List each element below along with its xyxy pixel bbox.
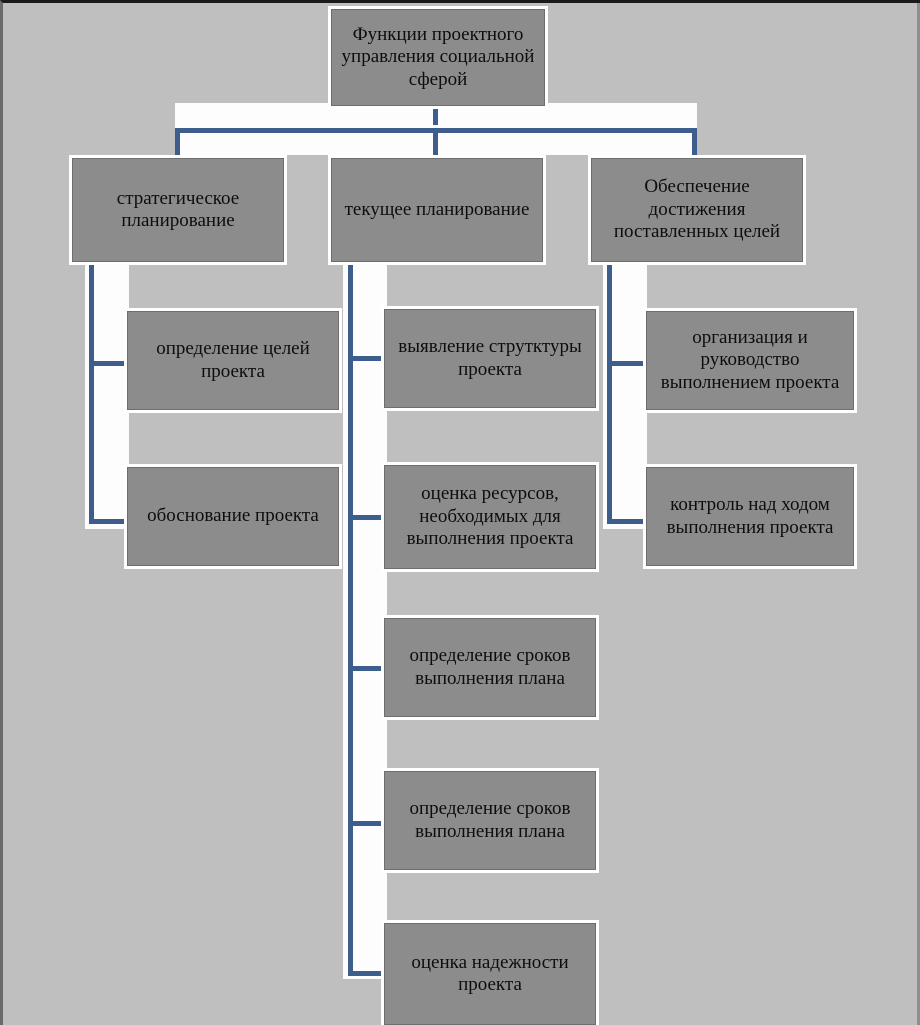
connector-middle-to-reliability — [348, 971, 386, 976]
node-resource-assessment[interactable]: оценка ресурсов, необходимых для выполне… — [381, 462, 599, 572]
node-project-rationale-label: обоснование проекта — [147, 505, 319, 527]
node-progress-control[interactable]: контроль над ходом выполнения проекта — [643, 464, 857, 569]
connector-right-to-control — [607, 519, 647, 524]
connector-bus-drop-middle — [433, 128, 438, 156]
node-progress-control-label: контроль над ходом выполнения проекта — [666, 494, 834, 538]
connector-right-to-management — [607, 361, 647, 366]
node-plan-deadlines-second-label: определение сроков выполнения плана — [409, 798, 571, 842]
connector-right-spine — [607, 261, 612, 524]
connector-left-to-rationale — [89, 519, 127, 524]
connector-left-spine — [89, 261, 94, 524]
node-project-rationale[interactable]: обоснование проекта — [124, 464, 342, 569]
connector-bus-drop-right — [692, 128, 697, 156]
connector-middle-to-deadlines2 — [348, 821, 386, 826]
node-current-planning[interactable]: текущее планирование — [328, 155, 546, 265]
node-organization-and-management-label: организация и руководство выполнением пр… — [660, 326, 840, 393]
node-project-reliability[interactable]: оценка надежности проекта — [381, 920, 599, 1025]
node-current-planning-label: текущее планирование — [344, 198, 530, 220]
node-define-project-goals-label: определение целей проекта — [156, 338, 310, 382]
node-identify-project-structure[interactable]: выявление струтктуры проекта — [381, 306, 599, 411]
node-plan-deadlines-first[interactable]: определение сроков выполнения плана — [381, 615, 599, 720]
connector-middle-spine — [348, 261, 353, 976]
connector-middle-to-structure — [348, 356, 386, 361]
node-identify-project-structure-label: выявление струтктуры проекта — [398, 336, 582, 380]
node-define-project-goals[interactable]: определение целей проекта — [124, 308, 342, 413]
node-root-label: Функции проектного управления социальной… — [341, 23, 535, 90]
node-goal-assurance[interactable]: Обеспечение достижения поставленных целе… — [588, 155, 806, 265]
node-plan-deadlines-second[interactable]: определение сроков выполнения плана — [381, 768, 599, 873]
node-strategic-planning-label: стратегическое планирование — [116, 187, 240, 231]
node-plan-deadlines-first-label: определение сроков выполнения плана — [409, 645, 571, 689]
node-organization-and-management[interactable]: организация и руководство выполнением пр… — [643, 308, 857, 413]
connector-left-to-goals — [89, 361, 127, 366]
connector-bus-drop-left — [175, 128, 180, 156]
node-project-reliability-label: оценка надежности проекта — [411, 951, 569, 995]
node-resource-assessment-label: оценка ресурсов, необходимых для выполне… — [406, 483, 574, 550]
connector-middle-to-resources — [348, 515, 386, 520]
connector-root-stem — [433, 103, 438, 131]
node-goal-assurance-label: Обеспечение достижения поставленных целе… — [613, 176, 781, 243]
node-root-functions[interactable]: Функции проектного управления социальной… — [328, 6, 548, 109]
connector-middle-to-deadlines1 — [348, 666, 386, 671]
node-strategic-planning[interactable]: стратегическое планирование — [69, 155, 287, 265]
